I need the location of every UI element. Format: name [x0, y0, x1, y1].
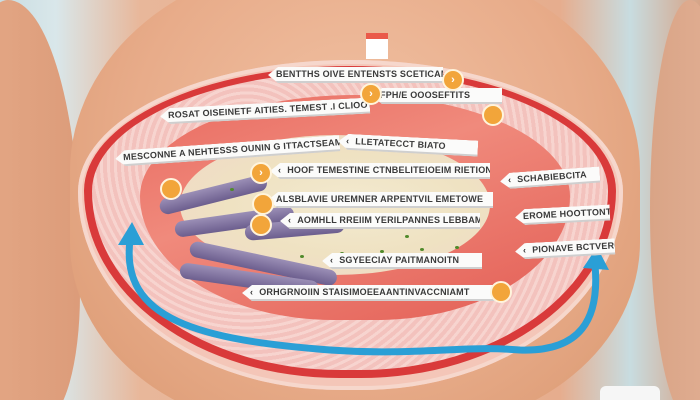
label-text: AOMHLL RREIIM YERILPANNES LEBBAME [297, 215, 489, 225]
label-banner: ‹AOMHLL RREIIM YERILPANNES LEBBAME [280, 213, 480, 229]
herb-speck [405, 235, 409, 238]
waistband [600, 386, 660, 400]
herb-speck [455, 246, 459, 249]
marker-badge [250, 214, 272, 236]
chevron-left-icon: ‹ [522, 245, 527, 256]
label-text: EROME HOOTTONT [522, 206, 612, 222]
label-text: ALSBLAVIE UREMNER ARPENTVIL EMETOWE [276, 194, 484, 204]
label-text: BENTTHS OIVE ENTENSTS SCETICAMTT COW [276, 69, 486, 79]
herb-speck [420, 248, 424, 251]
label-text: SCHABIEBCITA [516, 169, 588, 185]
label-banner: BENTTHS OIVE ENTENSTS SCETICAMTT COW [268, 67, 443, 83]
marker-badge [160, 178, 182, 200]
herb-speck [300, 255, 304, 258]
label-banner: FPH/E OOOSEFTITS [372, 88, 502, 104]
label-banner: ALSBLAVIE UREMNER ARPENTVIL EMETOWE [268, 192, 493, 208]
herb-speck [380, 250, 384, 253]
label-text: FPH/E OOOSEFTITS [380, 90, 471, 100]
label-banner: ‹ SGYEECIAY PAITMANOITN [322, 253, 482, 269]
chevron-left-icon: ‹ [250, 287, 254, 297]
marker-badge [252, 193, 274, 215]
marker-badge: › [442, 69, 464, 91]
label-text: SGYEECIAY PAITMANOITN [339, 255, 460, 265]
label-text: LLETATECCT BIATO [355, 136, 446, 151]
marker-badge [482, 104, 504, 126]
chevron-left-icon: ‹ [330, 255, 334, 265]
marker-badge: › [360, 83, 382, 105]
label-banner: ‹ ORHGRNOIIN STAISIMOEEAANTINVACCNIAMT [242, 285, 497, 301]
label-text: PIONAVE BCTVERCA [531, 239, 628, 255]
label-text: ORHGRNOIIN STAISIMOEEAANTINVACCNIAMT [259, 287, 470, 297]
marker-badge [490, 281, 512, 303]
marker-badge: › [250, 162, 272, 184]
label-banner: ‹ HOOF TEMESTINE CTNBELITEIOEIM RIETION [270, 163, 490, 179]
top-marker-tab [366, 33, 388, 59]
chevron-left-icon: ‹ [345, 135, 350, 146]
chevron-left-icon: ‹ [288, 215, 292, 225]
herb-speck [230, 188, 234, 191]
chevron-left-icon: ‹ [507, 174, 512, 185]
chevron-left-icon: ‹ [278, 165, 282, 175]
label-text: HOOF TEMESTINE CTNBELITEIOEIM RIETION [287, 165, 493, 175]
